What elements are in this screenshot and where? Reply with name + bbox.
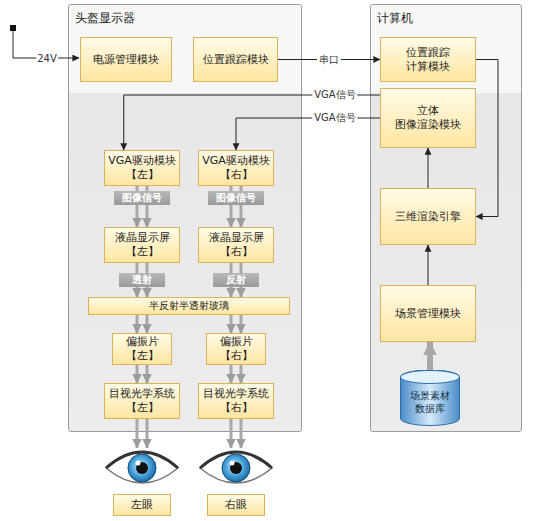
- signal-tag: 反射: [213, 273, 259, 287]
- node-label: VGA驱动模块 【左】: [106, 154, 178, 182]
- cylinder-body: [401, 370, 460, 426]
- node-label: 电源管理模块: [93, 53, 159, 67]
- node-label: 图像信号: [122, 192, 162, 204]
- glass-bar: 半反射半透射玻璃: [88, 297, 290, 315]
- node-label: VGA驱动模块 【右】: [200, 154, 272, 182]
- signal-label: 串口: [317, 53, 341, 67]
- node-label: 半反射半透射玻璃: [149, 300, 229, 312]
- module-box: 液晶显示屏 【左】: [104, 227, 180, 263]
- node-label: 液晶显示屏 【右】: [200, 231, 272, 259]
- module-box: 位置跟踪 计算模块: [380, 37, 476, 82]
- panel-title: 计算机: [377, 10, 413, 27]
- signal-tag: 图像信号: [114, 191, 170, 205]
- node-label: 右眼: [225, 498, 247, 512]
- module-box: VGA驱动模块 【右】: [198, 150, 274, 186]
- module-box: 电源管理模块: [80, 37, 172, 82]
- module-box: 场景管理模块: [380, 285, 476, 342]
- eye-illustration: [200, 452, 272, 483]
- voltage-label: 24V: [36, 53, 58, 64]
- module-box: 位置跟踪模块: [193, 37, 278, 82]
- node-label: 位置跟踪模块: [203, 53, 269, 67]
- panel-title: 头盔显示器: [75, 10, 135, 27]
- module-box: 液晶显示屏 【右】: [198, 227, 274, 263]
- node-label: 左眼: [131, 498, 153, 512]
- node-label: 偏振片 【右】: [208, 335, 264, 363]
- node-label: 图像信号: [216, 192, 256, 204]
- node-label: 目视光学系统 【右】: [200, 387, 272, 415]
- node-label: 位置跟踪 计算模块: [398, 46, 458, 74]
- node-label: 偏振片 【左】: [114, 335, 170, 363]
- device-panel: 头盔显示器电源管理模块 位置跟踪模块 VGA驱动模块 【左】 VGA驱动模块 【右】图…: [68, 4, 302, 432]
- node-label: 反射: [226, 274, 246, 286]
- signal-tag: 透射: [119, 273, 165, 287]
- module-box: 目视光学系统 【左】: [104, 383, 180, 419]
- module-box: VGA驱动模块 【左】: [104, 150, 180, 186]
- node-label: 透射: [132, 274, 152, 286]
- node-label: 场景管理模块: [395, 307, 461, 321]
- module-box: 偏振片 【右】: [206, 333, 266, 365]
- module-box: 立体 图像渲染模块: [380, 88, 476, 148]
- node-label: 三维渲染引擎: [395, 210, 461, 224]
- module-box: 三维渲染引擎: [380, 188, 476, 245]
- node-label: 目视光学系统 【左】: [106, 387, 178, 415]
- eye-label-box: 左眼: [113, 494, 171, 516]
- module-box: 偏振片 【左】: [112, 333, 172, 365]
- eye-label-box: 右眼: [207, 494, 265, 516]
- cylinder-top: [401, 371, 460, 384]
- node-label: 液晶显示屏 【左】: [106, 231, 178, 259]
- node-label: 场景素材 数据库: [406, 389, 454, 415]
- database-cylinder: 场景素材 数据库: [400, 370, 460, 426]
- signal-tag: 图像信号: [208, 191, 264, 205]
- eye-illustration: [106, 452, 178, 483]
- node-label: 立体 图像渲染模块: [393, 104, 463, 132]
- module-box: 目视光学系统 【右】: [198, 383, 274, 419]
- power-terminal: [10, 25, 16, 31]
- signal-label: VGA信号: [312, 111, 357, 125]
- signal-label: VGA信号: [312, 88, 357, 102]
- computer-panel: 计算机位置跟踪 计算模块立体 图像渲染模块三维渲染引擎场景管理模块场景素材 数据…: [370, 4, 522, 432]
